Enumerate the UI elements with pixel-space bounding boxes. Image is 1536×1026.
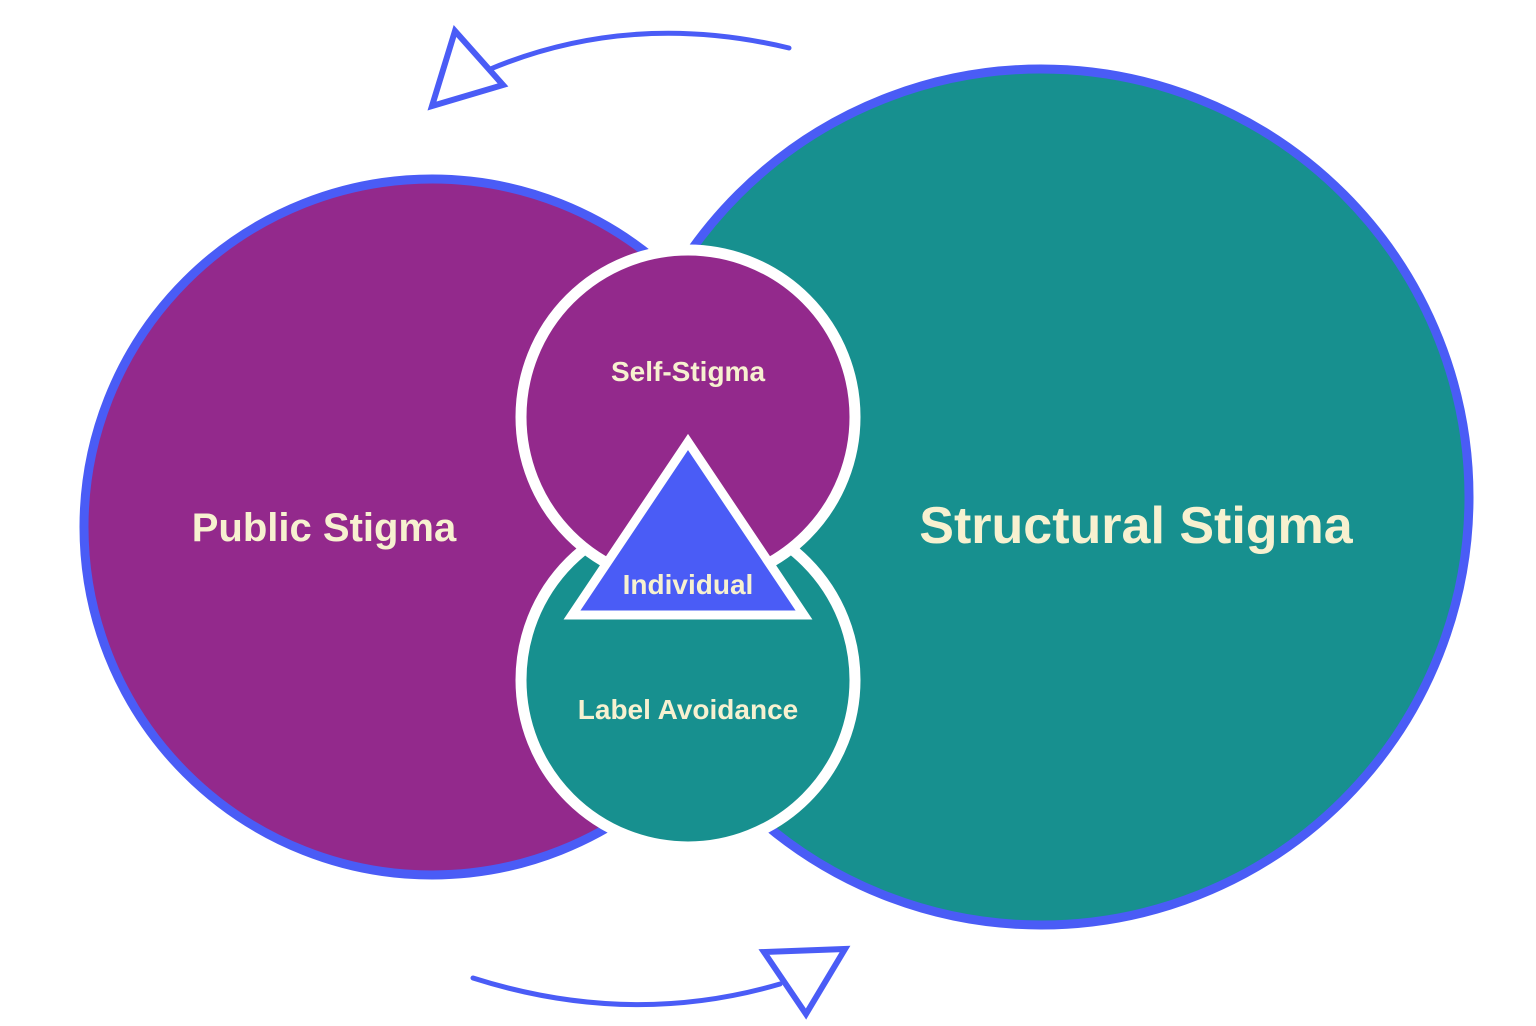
top-arrow-arc <box>485 30 792 73</box>
bottom-arrow-arc <box>470 975 783 1008</box>
individual-triangle <box>563 433 813 620</box>
structural-stigma-label: Structural Stigma <box>919 497 1353 555</box>
self-stigma-node: Self-Stigma <box>515 244 861 590</box>
individual-label: Individual <box>623 569 754 600</box>
public-stigma-label: Public Stigma <box>192 506 457 550</box>
top-arrowhead-icon <box>427 25 509 111</box>
label-avoidance-label: Label Avoidance <box>578 694 798 725</box>
self-stigma-label: Self-Stigma <box>611 356 765 387</box>
individual-node: Individual <box>563 433 813 620</box>
top-cycle-arrow <box>427 25 792 111</box>
bottom-cycle-arrow <box>470 945 851 1020</box>
bottom-arrowhead-icon <box>758 945 851 1020</box>
